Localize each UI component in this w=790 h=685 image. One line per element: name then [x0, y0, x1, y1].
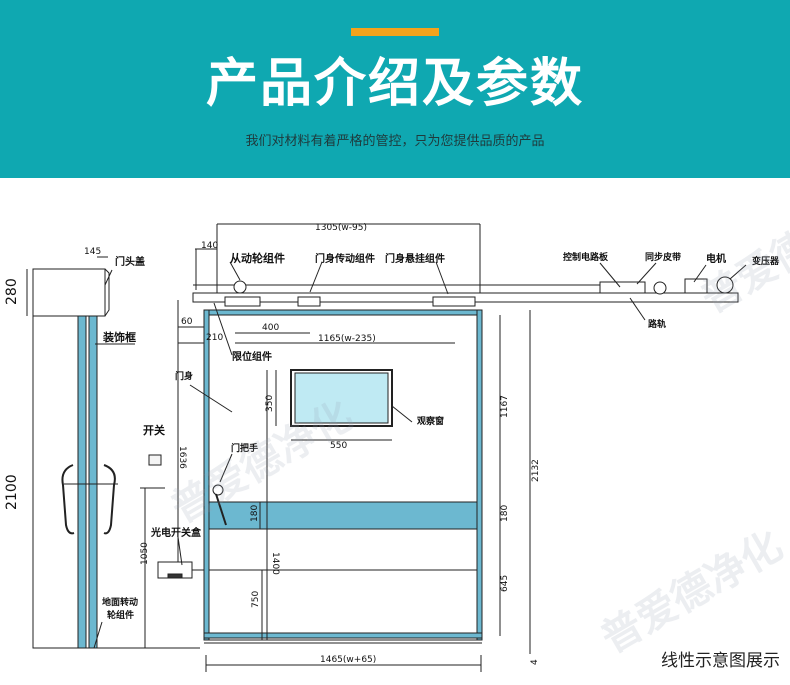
- diagram-caption: 线性示意图展示: [661, 651, 780, 671]
- label-decor-frame: 装饰框: [102, 330, 136, 344]
- dim-1050: 1050: [140, 542, 150, 565]
- label-handle: 门把手: [231, 442, 258, 454]
- dim-2132: 2132: [531, 459, 541, 482]
- dim-4: 4: [530, 659, 540, 665]
- label-timing-belt: 同步皮带: [645, 251, 681, 263]
- label-control-board: 控制电路板: [563, 251, 609, 263]
- accent-bar: [351, 28, 439, 36]
- dim-400: 400: [262, 323, 279, 333]
- dim-1167: 1167: [500, 395, 510, 418]
- label-track: 路轨: [648, 318, 666, 330]
- header-banner: 产品介绍及参数 我们对材料有着严格的管控，只为您提供品质的产品: [0, 0, 790, 178]
- label-door-head-cover: 门头盖: [115, 255, 145, 268]
- side-decor-frame-b: [88, 315, 98, 649]
- dim-band-180-b: 180: [500, 505, 510, 522]
- side-door-head: [32, 268, 106, 317]
- label-floor-wheel: 地面转动: [102, 596, 138, 608]
- label-window: 观察窗: [417, 415, 444, 427]
- page-subtitle: 我们对材料有着严格的管控，只为您提供品质的产品: [245, 134, 545, 149]
- dim-total-width: 1465(w+65): [320, 655, 376, 665]
- dim-offset-60: 60: [181, 317, 193, 327]
- dim-top-height: 280: [4, 278, 20, 305]
- dim-track-length: 1305(w-95): [315, 223, 367, 233]
- label-door-drive: 门身传动组件: [315, 252, 375, 265]
- label-switch: 开关: [143, 423, 165, 437]
- dim-750: 750: [251, 591, 261, 608]
- dim-offset-140: 140: [201, 241, 218, 251]
- label-transformer: 变压器: [752, 255, 780, 267]
- label-motor: 电机: [706, 252, 726, 265]
- dim-window-height: 350: [265, 395, 275, 412]
- page-title: 产品介绍及参数: [205, 54, 584, 114]
- protective-band: [208, 501, 478, 530]
- side-decor-frame-a: [77, 315, 87, 649]
- label-door-body: 门身: [175, 370, 193, 382]
- dim-1165: 1165(w-235): [318, 334, 376, 344]
- dim-1400: 1400: [270, 552, 280, 575]
- label-driven-wheel: 从动轮组件: [230, 251, 285, 265]
- dim-switch-height: 1636: [177, 446, 187, 469]
- label-floor-wheel-2: 轮组件: [107, 609, 134, 621]
- side-wall: [32, 315, 79, 649]
- dim-head-depth: 145: [84, 247, 101, 257]
- door-technical-drawing: 145 门头盖 280 2100 装饰框 地面转动 轮组件 1305(w-95)…: [4, 223, 780, 672]
- dim-645: 645: [500, 575, 510, 592]
- dim-door-height: 2100: [4, 474, 20, 510]
- label-limit: 限位组件: [232, 350, 272, 363]
- dim-band-180: 180: [250, 505, 260, 522]
- label-door-hanger: 门身悬挂组件: [385, 252, 445, 265]
- label-photo-switch: 光电开关盒: [150, 526, 202, 539]
- dim-offset-210: 210: [206, 333, 223, 343]
- door-body: [203, 309, 483, 641]
- dim-window-width: 550: [330, 441, 347, 451]
